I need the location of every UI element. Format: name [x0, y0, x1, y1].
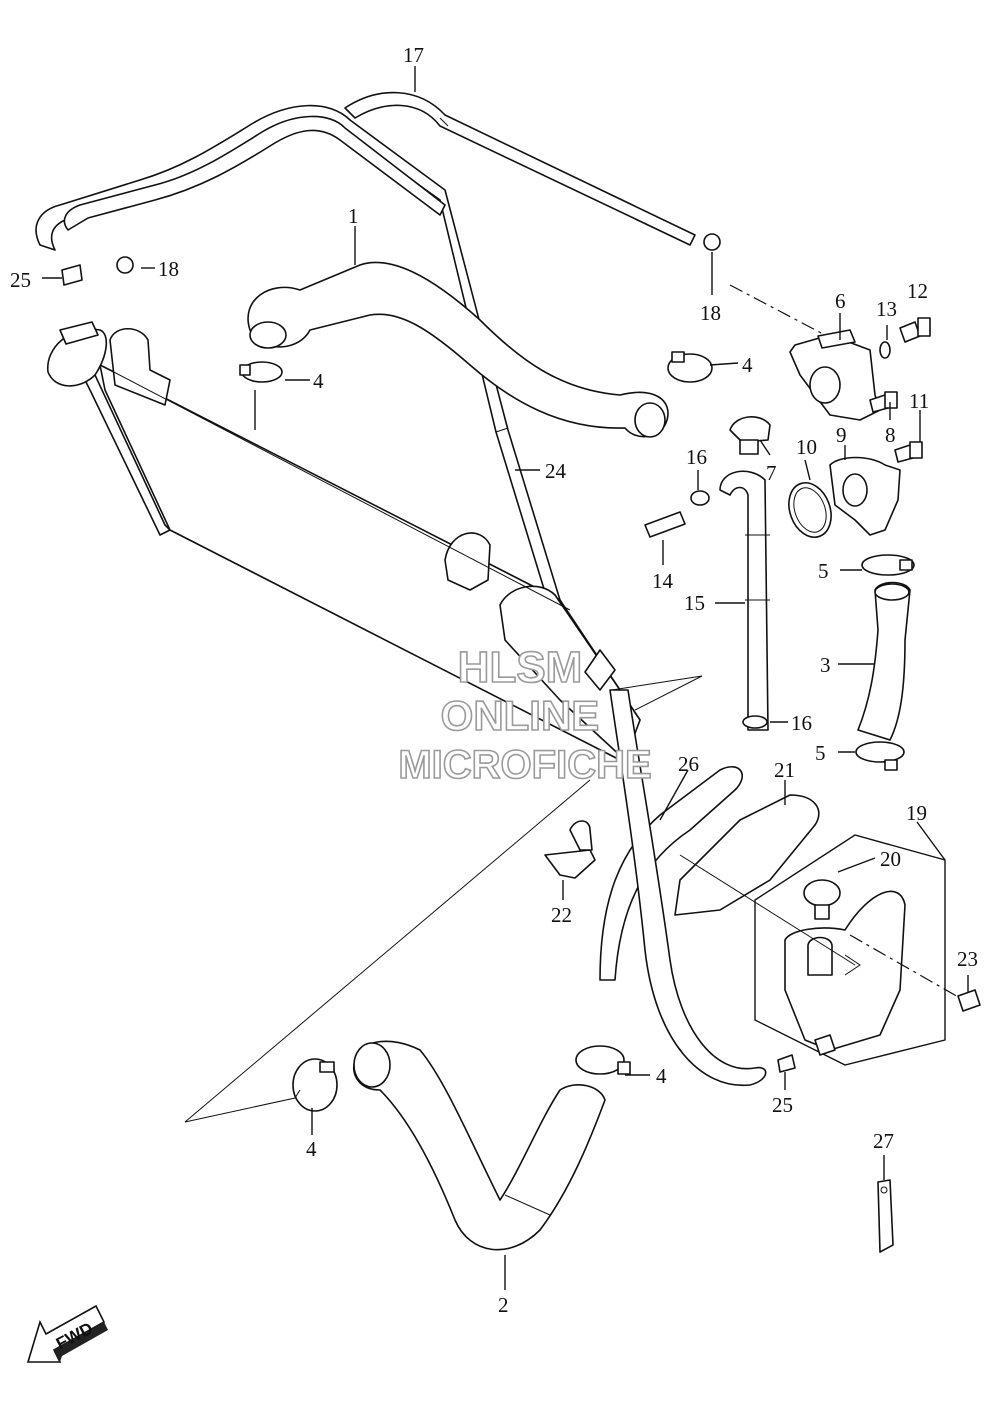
- hose-1: [247, 261, 669, 438]
- callout-3: 3: [820, 653, 831, 677]
- callout-26: 26: [678, 752, 699, 776]
- callout-24: 24: [545, 459, 567, 483]
- callout-19: 19: [906, 801, 927, 825]
- clamp-4-a: [239, 361, 283, 383]
- callout-16-top: 16: [686, 445, 707, 469]
- tank-cap-20: [803, 879, 841, 920]
- leader-lines: [42, 66, 969, 1290]
- fitting-14: [644, 511, 686, 538]
- callout-5-bottom: 5: [815, 741, 826, 765]
- clamp-16-b: [742, 715, 768, 729]
- fwd-arrow: FWD: [26, 1304, 108, 1363]
- hose-15: [719, 470, 770, 731]
- radiator: [79, 327, 641, 761]
- callout-9: 9: [836, 423, 847, 447]
- bolt-23: [957, 989, 981, 1012]
- callout-labels: 17 1 18 25 4 4 18 6 13 12 11 8 9 10 7 16…: [10, 43, 978, 1317]
- dashed-lines: [729, 284, 961, 999]
- callout-4-right: 4: [742, 353, 753, 377]
- reservoir-tank-19: [754, 834, 946, 1066]
- pipe-17: [344, 91, 696, 246]
- callout-22: 22: [551, 903, 572, 927]
- watermark-line-2: ONLINE: [441, 692, 600, 739]
- callout-4-lower-left: 4: [306, 1137, 317, 1161]
- bolts-8-11-12-13: [869, 317, 931, 463]
- callout-18-left: 18: [158, 257, 179, 281]
- callout-7: 7: [766, 461, 777, 485]
- thermostat-7: [729, 416, 771, 455]
- callout-21: 21: [774, 758, 795, 782]
- clamp-4-b: [667, 351, 713, 383]
- callout-13: 13: [876, 297, 897, 321]
- clamp-5-upper: [861, 554, 915, 576]
- callout-6: 6: [835, 289, 846, 313]
- callout-15: 15: [684, 591, 705, 615]
- callout-20: 20: [880, 847, 901, 871]
- clamp-4-c: [292, 1058, 338, 1112]
- callout-12: 12: [907, 279, 928, 303]
- callout-2: 2: [498, 1293, 509, 1317]
- strap-27: [877, 1179, 894, 1253]
- callout-8: 8: [885, 423, 896, 447]
- callout-4-left: 4: [313, 369, 324, 393]
- o-ring-10: [788, 482, 832, 538]
- callout-23: 23: [957, 947, 978, 971]
- clamp-16-a: [690, 490, 710, 506]
- callout-17: 17: [403, 43, 424, 67]
- watermark: HLSM ONLINE MICROFICHE: [398, 642, 653, 788]
- radiator-cap: [47, 321, 108, 387]
- clip-25-b: [777, 1054, 796, 1073]
- hose-3: [857, 581, 911, 741]
- watermark-line-3: MICROFICHE: [398, 743, 651, 787]
- clamp-5-lower: [855, 741, 905, 771]
- hose-2: [353, 1040, 606, 1251]
- clip-25-a: [61, 264, 83, 286]
- callout-11: 11: [909, 389, 929, 413]
- callout-27: 27: [873, 1129, 894, 1153]
- callout-4-lower-right: 4: [656, 1064, 667, 1088]
- watermark-line-1: HLSM: [458, 643, 583, 692]
- thermostat-cover-9: [829, 456, 901, 536]
- callout-25-bottom: 25: [772, 1093, 793, 1117]
- callout-16-bottom: 16: [791, 711, 812, 735]
- callout-5-top: 5: [818, 559, 829, 583]
- clamp-18-b: [703, 233, 721, 251]
- callout-10: 10: [796, 435, 817, 459]
- bracket-21: [674, 794, 820, 916]
- callout-14: 14: [652, 569, 674, 593]
- callout-25-top: 25: [10, 268, 31, 292]
- callout-1: 1: [348, 204, 359, 228]
- clamp-18-a: [116, 256, 134, 274]
- clip-22: [544, 820, 596, 879]
- callout-18-right: 18: [700, 301, 721, 325]
- hose-26: [599, 689, 767, 1087]
- thermostat-housing-6: [789, 329, 881, 421]
- clamp-4-d: [575, 1045, 631, 1075]
